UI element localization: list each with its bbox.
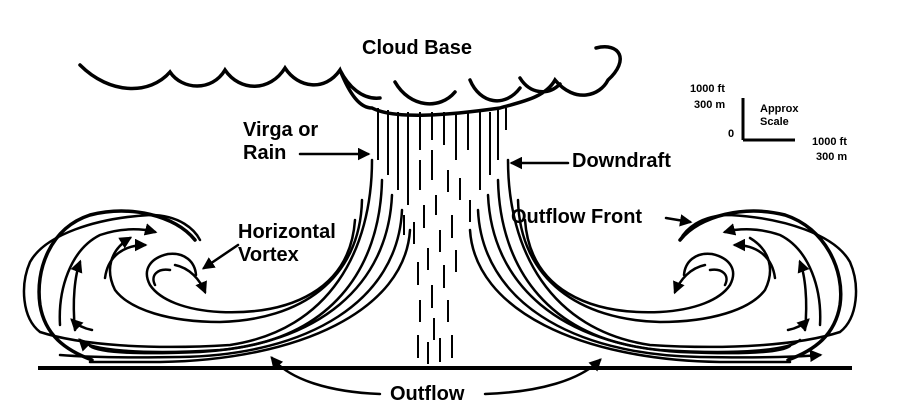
scale-horizontal-ft: 1000 ft bbox=[812, 136, 847, 148]
horizontal-vortex-label-line2: Vortex bbox=[238, 244, 299, 266]
virga-label-line1: Virga or bbox=[243, 119, 319, 141]
rain-streaks bbox=[377, 108, 507, 364]
outflow-pointer-right bbox=[483, 358, 602, 396]
outflow-front-label: Outflow Front bbox=[511, 206, 643, 228]
outflow-front-pointer-arrow bbox=[664, 214, 693, 227]
cloud-base-label: Cloud Base bbox=[362, 37, 473, 59]
right-vortex-arrows bbox=[673, 223, 822, 332]
scale-origin: 0 bbox=[728, 128, 735, 140]
cloud-base-outline bbox=[78, 45, 622, 117]
left-vortex-arrows bbox=[58, 223, 207, 332]
scale-vertical-m: 300 m bbox=[694, 99, 726, 111]
scale-title-line1: Approx bbox=[760, 103, 799, 115]
outflow-pointer-left bbox=[270, 356, 382, 396]
downdraft-label: Downdraft bbox=[572, 150, 671, 172]
scale-horizontal-m: 300 m bbox=[816, 151, 848, 163]
right-outflow-front bbox=[678, 209, 843, 362]
outflow-label: Outflow bbox=[390, 383, 465, 405]
scale-vertical-ft: 1000 ft bbox=[690, 83, 725, 95]
scale-bar bbox=[741, 98, 795, 142]
horizontal-vortex-label-line1: Horizontal bbox=[238, 221, 336, 243]
virga-label-line2: Rain bbox=[243, 142, 287, 164]
right-downdraft-streamlines bbox=[468, 158, 858, 364]
left-outflow-front bbox=[37, 209, 197, 362]
left-downdraft-streamlines bbox=[22, 158, 412, 364]
scale-title-line2: Scale bbox=[760, 116, 789, 128]
label-pointers bbox=[201, 147, 693, 396]
vortex-pointer-arrow bbox=[201, 243, 240, 270]
